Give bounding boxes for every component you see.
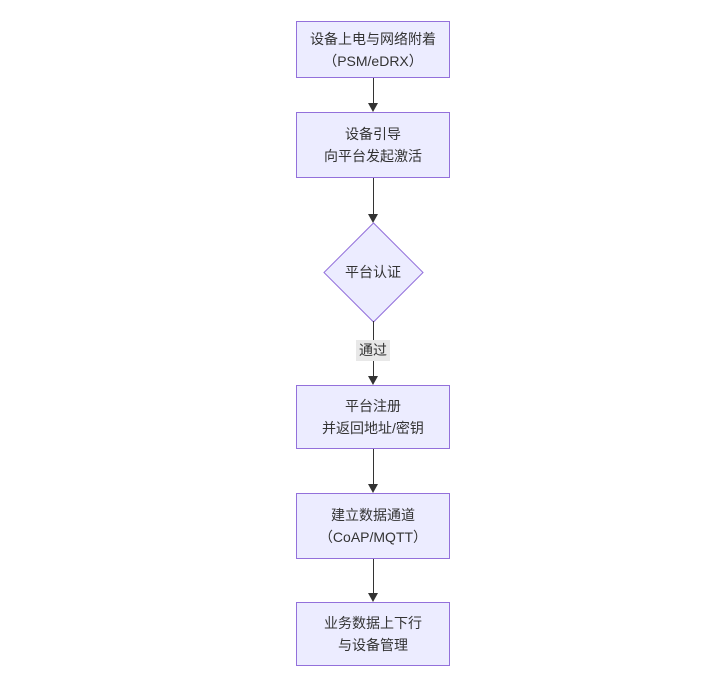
flow-node-business-data: 业务数据上下行 与设备管理	[296, 602, 450, 666]
arrowhead-down-icon	[368, 593, 378, 602]
node-text-line: 设备上电与网络附着	[310, 30, 436, 47]
node-text-line: 并返回地址/密钥	[322, 420, 424, 436]
node-text-line: 平台认证	[345, 264, 401, 280]
flow-node-data-channel: 建立数据通道 （CoAP/MQTT）	[296, 493, 450, 559]
flow-arrow	[368, 178, 379, 223]
flow-arrow	[368, 559, 379, 602]
arrowhead-down-icon	[368, 484, 378, 493]
flow-node-power-attach: 设备上电与网络附着 （PSM/eDRX）	[296, 21, 450, 78]
node-text-line: （PSM/eDRX）	[323, 52, 423, 69]
flowchart-column: 设备上电与网络附着 （PSM/eDRX） 设备引导 向平台发起激活 平台认证 通…	[296, 21, 450, 666]
node-text-line: 与设备管理	[338, 637, 408, 653]
arrow-line	[372, 449, 374, 484]
flow-node-bootstrap: 设备引导 向平台发起激活	[296, 112, 450, 178]
arrow-line	[372, 559, 374, 593]
node-text-line: 建立数据通道	[331, 507, 415, 523]
flow-node-platform-register: 平台注册 并返回地址/密钥	[296, 385, 450, 449]
node-text-line: 平台注册	[345, 398, 401, 414]
arrowhead-down-icon	[368, 103, 378, 112]
flow-arrow	[368, 78, 379, 112]
arrowhead-down-icon	[368, 376, 378, 385]
edge-label: 通过	[356, 340, 390, 361]
flow-arrow	[368, 449, 379, 493]
flow-arrow-labeled: 通过	[356, 321, 390, 385]
node-text-line: （CoAP/MQTT）	[318, 529, 428, 545]
arrowhead-down-icon	[368, 214, 378, 223]
node-text-line: 向平台发起激活	[324, 148, 422, 164]
flow-node-platform-auth: 平台认证	[323, 222, 424, 323]
node-text-line: 设备引导	[345, 126, 401, 142]
node-text-line: 业务数据上下行	[324, 615, 422, 631]
arrow-line	[372, 178, 374, 214]
arrow-line	[372, 78, 374, 103]
